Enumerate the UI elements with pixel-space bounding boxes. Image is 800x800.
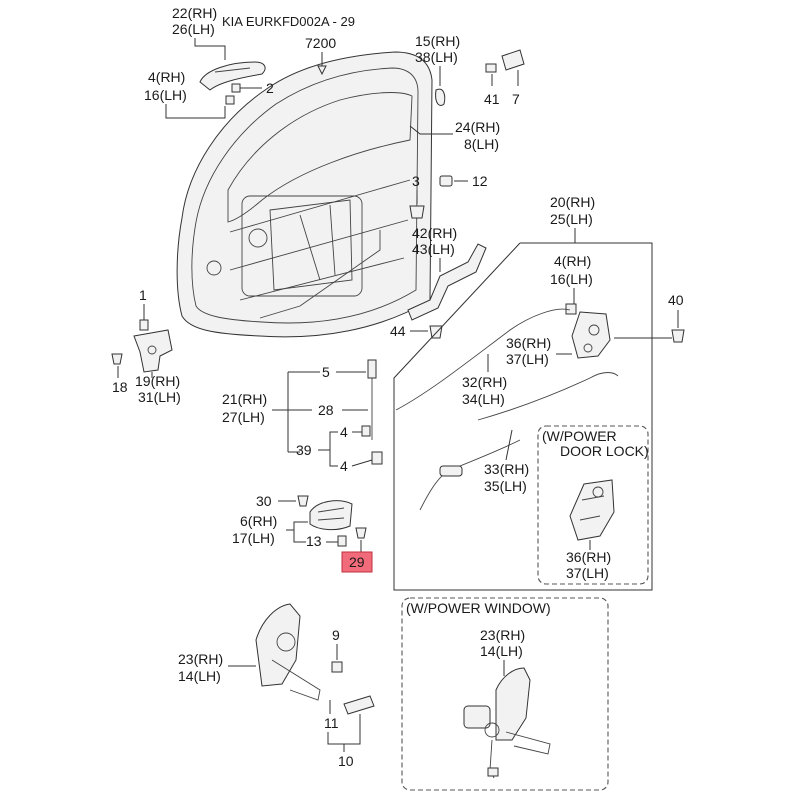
cable-sleeve [439,465,463,477]
power-door-lock-box [537,425,649,585]
callout-4b: 4 [340,458,348,474]
door-latch-36-37[interactable] [571,311,611,359]
bushing-12 [439,175,453,187]
striker-7[interactable] [485,49,525,73]
callout-4-rh-top: 4(RH) [148,69,185,85]
power-door-lock-label-2: DOOR LOCK) [560,443,649,459]
screw-29 [355,527,367,539]
callout-29: 29 [349,554,365,570]
callout-13: 13 [306,533,322,549]
bolt-9 [331,661,343,673]
callout-26-lh: 26(LH) [172,21,215,37]
callout-14-lh-left: 14(LH) [178,668,221,684]
callout-16-lh-top: 16(LH) [144,87,187,103]
callout-43-lh: 43(LH) [412,241,455,257]
stopper-15[interactable] [435,88,446,106]
callout-24-rh: 24(RH) [455,119,500,135]
callout-19-rh: 19(RH) [135,373,180,389]
callout-7: 7 [512,91,520,107]
callout-10: 10 [338,753,354,769]
window-regulator-power[interactable] [463,667,551,779]
callout-23-rh-left: 23(RH) [178,651,223,667]
power-door-lock-label-1: (W/POWER [542,428,617,444]
callout-42-rh: 42(RH) [412,225,457,241]
callout-7200: 7200 [305,35,336,51]
callout-4-rh-mid: 4(RH) [554,253,591,269]
callout-34-lh: 34(LH) [462,391,505,407]
callout-9: 9 [332,627,340,643]
outside-handle[interactable] [199,61,266,91]
hinge-19-31[interactable] [133,329,173,373]
rod-clip-5 [367,359,377,379]
callout-20-rh: 20(RH) [550,194,595,210]
bolt-13 [337,535,347,547]
power-window-label: (W/POWER WINDOW) [406,600,551,616]
callout-11: 11 [324,715,339,731]
callout-1: 1 [139,287,147,303]
callout-17-lh: 17(LH) [232,530,275,546]
inside-handle-6-17[interactable] [309,500,353,531]
callout-28: 28 [318,402,334,418]
bracket-42-43[interactable] [407,243,487,321]
callout-4a: 4 [340,424,348,440]
callout-30: 30 [256,493,272,509]
callout-21-rh: 21(RH) [222,391,267,407]
callout-2: 2 [266,80,274,96]
callout-8-lh: 8(LH) [464,136,499,152]
callout-6-rh: 6(RH) [240,513,277,529]
bolt-1 [139,319,149,331]
callout-36-rh: 36(RH) [506,335,551,351]
rod-32-34 [395,308,571,411]
callout-16-lh-mid: 16(LH) [550,271,593,287]
callout-32-rh: 32(RH) [462,374,507,390]
callout-23-rh-right: 23(RH) [480,627,525,643]
bolt-30 [297,495,309,507]
callout-35-lh: 35(LH) [484,478,527,494]
callout-3: 3 [412,173,420,189]
crank-handle-10[interactable] [343,695,375,715]
callout-44: 44 [390,323,406,339]
callout-37-lh-b: 37(LH) [566,565,609,581]
callout-5: 5 [322,364,330,380]
clip-marker [317,65,327,76]
callout-37-lh: 37(LH) [506,351,549,367]
callout-33-rh: 33(RH) [484,461,529,477]
callout-31-lh: 31(LH) [138,389,181,405]
callout-22-rh: 22(RH) [172,5,217,21]
callout-40: 40 [668,292,684,308]
rod-33-35 [477,372,619,421]
callout-29-highlight[interactable] [341,551,373,573]
clip-4a [361,425,371,437]
bolt-4 [225,95,235,105]
rear-door-panel[interactable] [176,51,433,338]
diagram-title: KIA EURKFD002A - 29 [222,14,355,29]
power-door-latch[interactable] [569,479,615,541]
callout-38-lh: 38(LH) [415,49,458,65]
callout-36-rh-b: 36(RH) [566,549,611,565]
callout-41: 41 [484,91,500,107]
bolt-3 [409,205,425,219]
bolt-44 [429,325,443,339]
window-regulator-manual[interactable] [255,603,321,701]
clip-4b [371,451,383,465]
callout-14-lh-right: 14(LH) [480,643,523,659]
callout-18: 18 [112,379,128,395]
callout-25-lh: 25(LH) [550,211,593,227]
callout-27-lh: 27(LH) [222,409,265,425]
power-window-box [401,597,609,791]
callout-15-rh: 15(RH) [415,33,460,49]
bolt-18 [111,353,123,365]
callout-12: 12 [472,173,488,189]
bolt-2 [231,83,241,93]
bolt-40 [671,329,685,343]
callout-39: 39 [296,442,312,458]
